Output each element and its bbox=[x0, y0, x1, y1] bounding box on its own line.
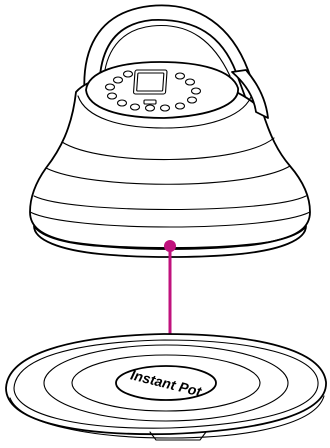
panel-button bbox=[176, 73, 185, 79]
base-plate-icon: Instant Pot bbox=[6, 334, 326, 440]
panel-button bbox=[186, 79, 195, 85]
panel-button bbox=[188, 97, 197, 103]
panel-button bbox=[146, 105, 155, 111]
panel-button bbox=[192, 88, 201, 94]
panel-button bbox=[114, 77, 123, 83]
panel-button bbox=[108, 93, 117, 99]
panel-button bbox=[118, 100, 127, 106]
panel-button bbox=[131, 104, 140, 110]
panel-button bbox=[176, 103, 185, 109]
lid-icon bbox=[30, 5, 310, 257]
panel-button bbox=[161, 105, 170, 111]
panel-button bbox=[124, 71, 133, 77]
panel-button bbox=[106, 84, 115, 90]
panel-button bbox=[144, 100, 156, 104]
